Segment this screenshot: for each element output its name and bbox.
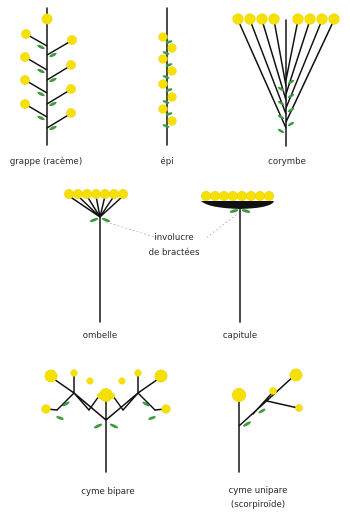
label-cyme-bipare: cyme bipare [81,487,134,497]
label-de-bractees: de bractées [149,247,200,258]
label-ombelle: ombelle [83,331,117,341]
label-involucre: involucre [154,233,193,243]
cyme-bipare-illustration [42,370,171,472]
capitule-illustration [201,191,274,322]
label-corymbe: corymbe [268,157,306,167]
label-grappe: grappe (racème) [10,156,82,167]
cyme-unipare-illustration [232,369,302,472]
label-cyme-unipare: cyme unipare [229,486,288,496]
label-epi: épi [160,156,173,167]
label-scorpiroide: (scorpiroïde) [231,500,285,510]
ombelle-illustration [64,189,127,322]
label-capitule: capitule [223,331,257,341]
corymbe-illustration [233,14,340,146]
grappe-illustration [20,8,76,145]
epi-illustration [159,8,177,145]
